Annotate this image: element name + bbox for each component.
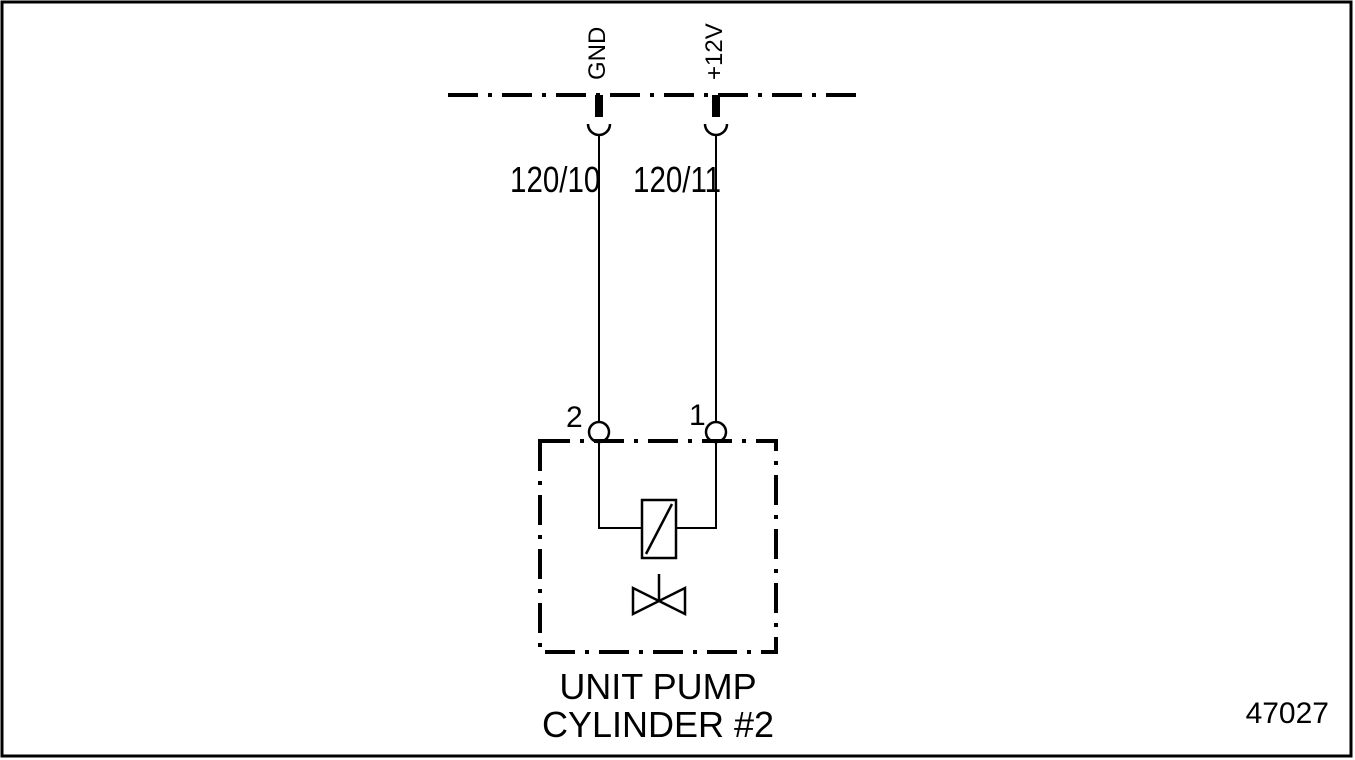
internal-wire-right — [676, 442, 717, 529]
component-box — [538, 439, 778, 654]
gnd-label: GND — [584, 27, 611, 80]
wire-id-left: 120/10 — [510, 159, 600, 199]
pin-label-2: 2 — [566, 401, 583, 434]
wire-id-right: 120/11 — [633, 159, 721, 199]
component-label-line2: CYLINDER #2 — [542, 704, 774, 745]
gnd-connector-cup — [586, 123, 612, 137]
figure-number: 47027 — [1246, 697, 1329, 730]
gnd-stub — [595, 95, 603, 117]
v12-stub — [712, 95, 720, 117]
component-label-line1: UNIT PUMP — [559, 666, 756, 707]
solenoid-coil-diagonal — [644, 503, 674, 555]
v12-connector-cup — [703, 123, 729, 137]
internal-wire-left — [598, 442, 642, 529]
pin-label-1: 1 — [689, 399, 706, 432]
valve-icon — [631, 585, 687, 617]
v12-label: +12V — [701, 23, 728, 80]
